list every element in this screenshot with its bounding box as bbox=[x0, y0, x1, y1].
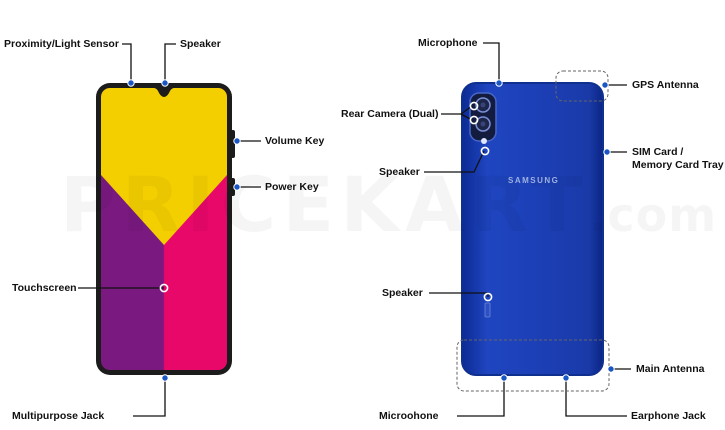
label-rear-camera: Rear Camera (Dual) bbox=[341, 108, 439, 120]
leader-earphone bbox=[565, 378, 627, 417]
camera-lens-1-inner bbox=[480, 102, 486, 108]
marker-speaker-top bbox=[161, 79, 169, 87]
label-sim-line2: Memory Card Tray bbox=[632, 159, 724, 171]
label-microphone-bottom: Microohone bbox=[379, 410, 439, 422]
gps-antenna-area bbox=[555, 70, 609, 102]
label-gps: GPS Antenna bbox=[632, 79, 699, 91]
power-key-edge bbox=[230, 178, 235, 196]
leader-microphone-bottom bbox=[457, 378, 505, 417]
label-speaker-back-lower: Speaker bbox=[382, 287, 423, 299]
marker-microphone-bottom bbox=[500, 374, 508, 382]
marker-speaker-back-lower bbox=[483, 292, 493, 302]
label-sim-line1: SIM Card / bbox=[632, 146, 684, 158]
marker-multipurpose bbox=[161, 374, 169, 382]
leader-microphone-top bbox=[483, 42, 500, 83]
marker-proximity bbox=[127, 79, 135, 87]
back-phone-edge bbox=[461, 82, 604, 376]
label-touchscreen: Touchscreen bbox=[12, 282, 77, 294]
label-proximity: Proximity/Light Sensor bbox=[4, 38, 119, 50]
leader-rear-camera-a bbox=[441, 105, 473, 115]
label-main-antenna: Main Antenna bbox=[636, 363, 705, 375]
label-earphone: Earphone Jack bbox=[631, 410, 706, 422]
label-multipurpose: Multipurpose Jack bbox=[12, 410, 105, 422]
label-speaker-back-upper: Speaker bbox=[379, 166, 420, 178]
back-phone-body bbox=[462, 83, 603, 375]
marker-gps bbox=[601, 81, 609, 89]
label-power: Power Key bbox=[265, 181, 319, 193]
leader-speaker-back-upper bbox=[424, 150, 485, 173]
marker-speaker-back-upper bbox=[480, 146, 490, 156]
front-screen bbox=[101, 88, 227, 370]
screen-yellow bbox=[101, 88, 227, 245]
marker-touchscreen bbox=[159, 283, 169, 293]
leader-speaker-top bbox=[164, 43, 176, 83]
label-microphone-top: Microphone bbox=[418, 37, 478, 49]
flash bbox=[481, 138, 487, 144]
leader-multipurpose bbox=[133, 378, 166, 417]
marker-microphone-top bbox=[495, 79, 503, 87]
camera-lens-2-inner bbox=[480, 121, 486, 127]
main-antenna-area bbox=[456, 339, 610, 392]
label-speaker-top: Speaker bbox=[180, 38, 221, 50]
back-phone bbox=[461, 82, 604, 376]
marker-main-antenna bbox=[607, 365, 615, 373]
marker-power bbox=[233, 183, 241, 191]
marker-rear-camera-2 bbox=[469, 115, 479, 125]
label-volume: Volume Key bbox=[265, 135, 325, 147]
leader-speaker-back-lower bbox=[429, 292, 489, 297]
speaker-grille bbox=[484, 302, 491, 318]
marker-earphone bbox=[562, 374, 570, 382]
marker-rear-camera-1 bbox=[469, 101, 479, 111]
leader-proximity bbox=[122, 43, 132, 83]
marker-sim bbox=[603, 148, 611, 156]
volume-key-edge bbox=[230, 130, 235, 158]
samsung-logo: SAMSUNG bbox=[508, 176, 560, 185]
front-phone bbox=[96, 83, 235, 375]
waterdrop-notch bbox=[154, 88, 174, 97]
marker-volume bbox=[233, 137, 241, 145]
